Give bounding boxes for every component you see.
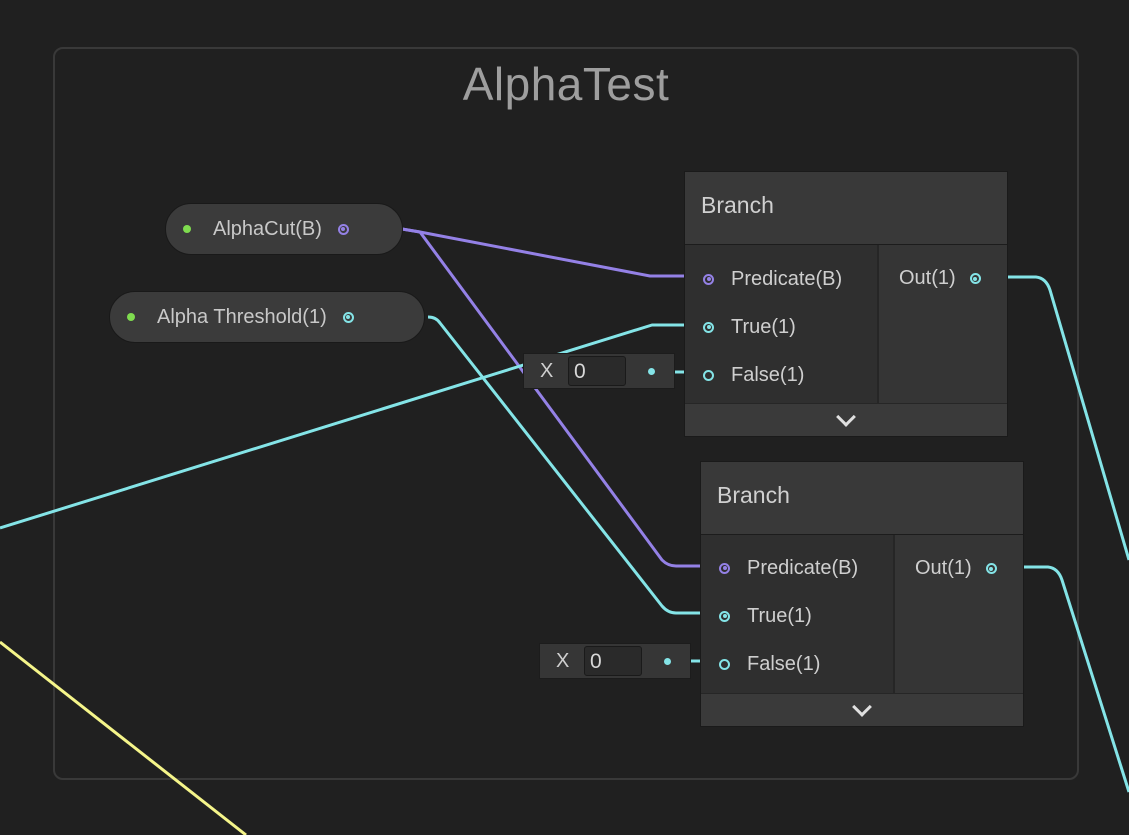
input-slot-predicate[interactable]: Predicate(B) [701,553,858,583]
chevron-down-icon [836,407,856,427]
edge-threshold-to-branch2-true[interactable] [427,315,716,615]
group-title[interactable]: AlphaTest [462,58,670,110]
branch-node-2[interactable]: Branch Predicate(B) True(1) False(1) Out… [700,461,1024,727]
slot-label: Out(1) [915,557,972,579]
input-port[interactable] [703,369,714,381]
value-field[interactable]: 0 [568,356,626,386]
input-port[interactable] [703,321,714,333]
output-port[interactable] [969,273,981,284]
slot-label: False(1) [731,363,805,386]
axis-label: X [540,359,554,382]
output-port[interactable] [985,563,997,574]
slot-label: Predicate(B) [747,556,859,579]
input-port[interactable] [703,273,714,285]
slot-label: True(1) [731,315,796,338]
default-input-branch1-false: X 0 [523,353,675,389]
output-slot-out[interactable]: Out(1) [915,557,997,580]
output-slot-out[interactable]: Out(1) [899,267,981,290]
property-label: Alpha Threshold(1) [157,305,327,328]
branch-node-1[interactable]: Branch Predicate(B) True(1) False(1) Out… [684,171,1008,437]
port-dot [648,367,655,375]
input-slot-predicate[interactable]: Predicate(B) [685,264,842,294]
exposed-indicator-icon [183,225,191,233]
node-title[interactable]: Branch [701,462,1023,535]
group-box[interactable]: AlphaTest [53,47,1079,780]
collapse-toggle[interactable] [685,403,1007,436]
property-node-alpha-threshold[interactable]: Alpha Threshold(1) [109,291,425,343]
input-slot-true[interactable]: True(1) [685,312,796,342]
edge-vector-offscreen[interactable] [0,640,247,835]
value-field[interactable]: 0 [584,646,642,676]
chevron-down-icon [852,697,872,717]
port-dot [664,657,671,665]
node-title[interactable]: Branch [685,172,1007,245]
input-port[interactable] [719,658,730,670]
edge-alphacut-to-branch2-predicate[interactable] [401,227,716,568]
slot-label: False(1) [747,652,821,675]
property-label: AlphaCut(B) [213,217,322,240]
input-slot-false[interactable]: False(1) [685,360,804,390]
slot-label: True(1) [747,604,812,627]
input-slot-false[interactable]: False(1) [701,649,820,679]
exposed-indicator-icon [127,313,135,321]
edge-branch2-out[interactable] [1008,565,1129,793]
input-slot-true[interactable]: True(1) [701,601,812,631]
input-port[interactable] [719,610,730,622]
default-input-branch2-false: X 0 [539,643,691,679]
output-port[interactable] [342,311,354,323]
output-port[interactable] [337,223,349,235]
axis-label: X [556,649,570,672]
property-node-alphacut[interactable]: AlphaCut(B) [165,203,403,255]
input-port[interactable] [719,562,730,574]
slot-label: Out(1) [899,267,956,289]
edge-branch1-out[interactable] [993,275,1129,561]
collapse-toggle[interactable] [701,693,1023,726]
slot-label: Predicate(B) [731,267,843,290]
